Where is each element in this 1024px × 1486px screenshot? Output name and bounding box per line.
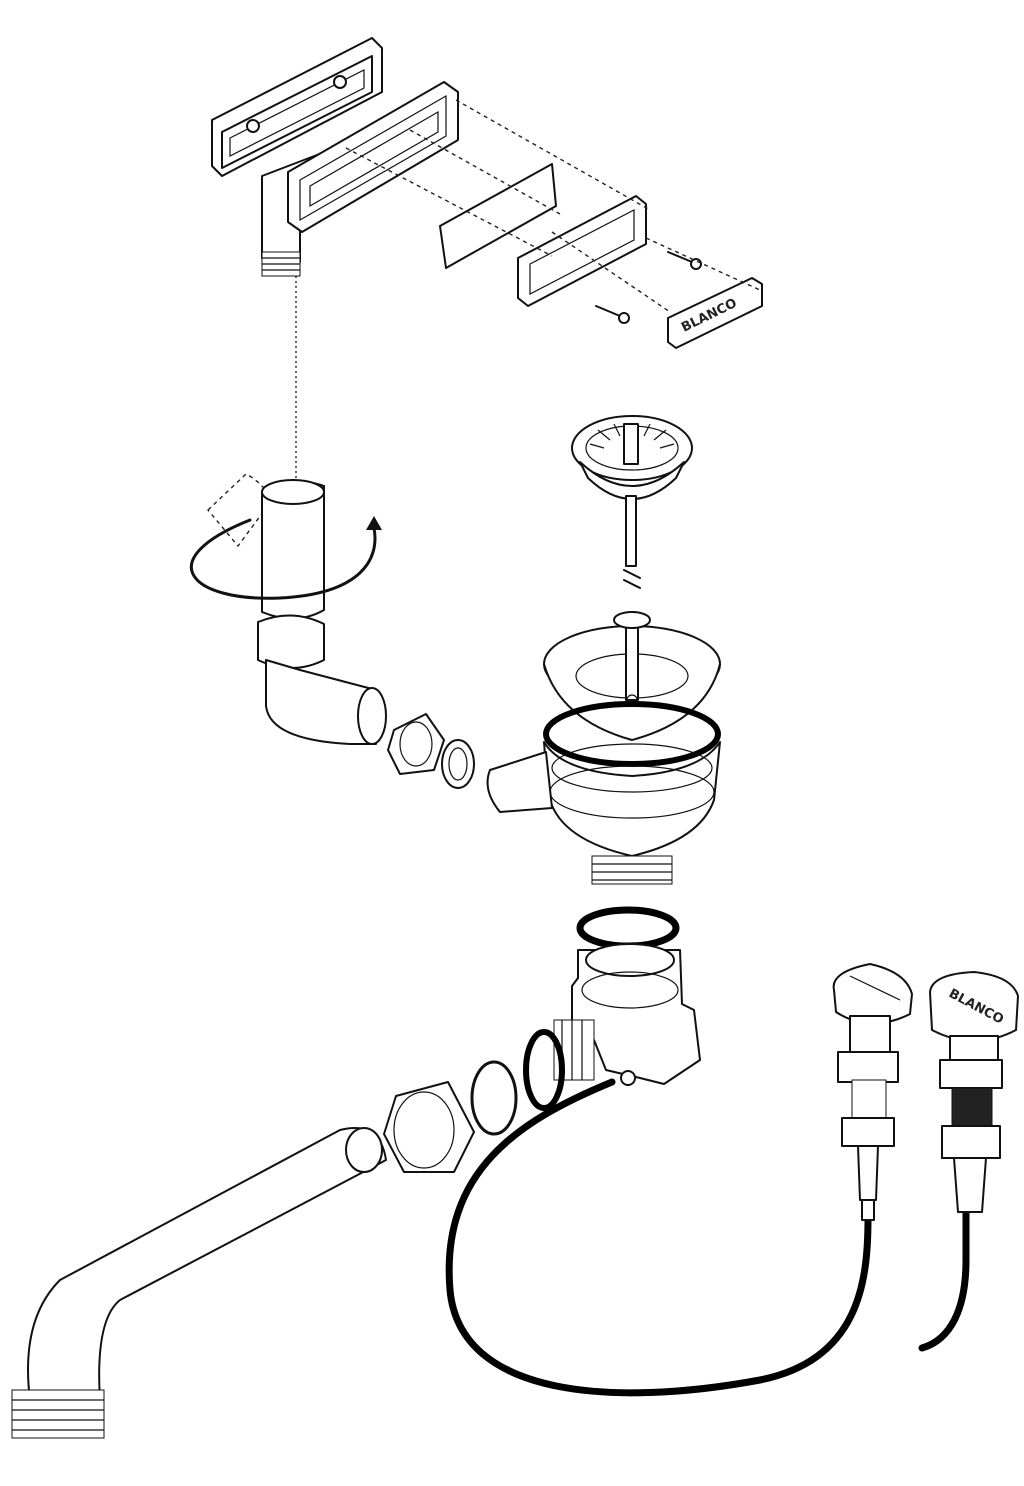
siphon-seal-ring xyxy=(576,906,680,950)
rotation-arrow-icon xyxy=(190,516,382,600)
outlet-washer xyxy=(470,1060,518,1136)
overflow-washer xyxy=(441,739,475,789)
overflow-tube-elbow xyxy=(207,473,387,745)
remote-cable-alt xyxy=(918,1200,970,1352)
sink-drain-body xyxy=(543,611,721,741)
remote-cable xyxy=(445,1078,872,1397)
outlet-nut xyxy=(383,1081,475,1173)
overflow-cover-plate: BLANCO xyxy=(667,277,763,349)
alignment-guides xyxy=(295,99,761,480)
overflow-frame-gasket xyxy=(287,81,459,233)
drain-seal-ring xyxy=(543,701,721,767)
overflow-nut xyxy=(387,713,445,775)
siphon-tee xyxy=(553,943,701,1086)
drain-lower-body xyxy=(486,741,721,885)
overflow-inner-frame xyxy=(517,195,647,307)
strainer-basket xyxy=(571,415,693,589)
outlet-pipe xyxy=(11,1127,387,1439)
outlet-seal-ring xyxy=(523,1029,565,1111)
overflow-clear-plate xyxy=(439,163,557,269)
remote-knob-branded: BLANCO xyxy=(929,971,1019,1213)
overflow-screw-lower xyxy=(595,305,630,324)
overflow-screw-upper xyxy=(667,251,702,270)
remote-knob-outline xyxy=(832,963,913,1221)
